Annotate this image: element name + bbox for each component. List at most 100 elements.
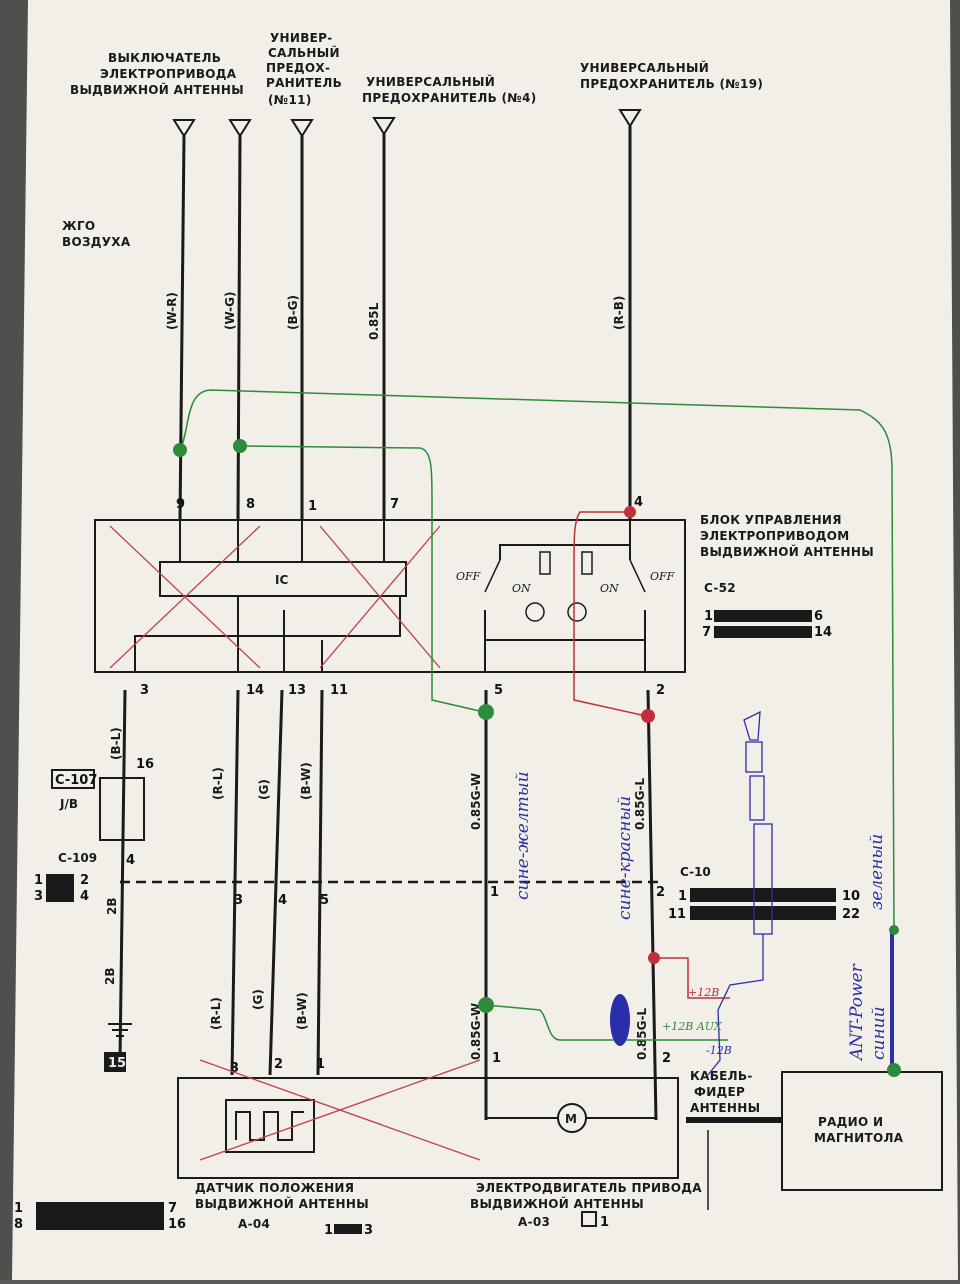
- jb-pin4: 4: [126, 853, 135, 868]
- wire-label-085gl-lower: 0.85G-L: [635, 1008, 649, 1060]
- antenna-switch-label: ВЫКЛЮЧАТЕЛЬ ЭЛЕКТРОПРИВОДА ВЫДВИЖНОЙ АНТ…: [70, 51, 244, 97]
- wire-label-rl: (R-L): [211, 767, 225, 800]
- handwritten-red-label: сине-красный: [615, 796, 635, 920]
- svg-text:КАБЕЛЬ-: КАБЕЛЬ-: [690, 1069, 753, 1083]
- svg-text:1: 1: [704, 609, 713, 624]
- svg-text:14: 14: [246, 683, 264, 698]
- svg-text:7: 7: [168, 1201, 177, 1216]
- svg-text:11: 11: [330, 683, 348, 698]
- svg-text:22: 22: [842, 907, 860, 922]
- svg-text:14: 14: [814, 625, 832, 640]
- fuse19-label: УНИВЕРСАЛЬНЫЙ ПРЕДОХРАНИТЕЛЬ (№19): [580, 60, 763, 91]
- svg-text:3: 3: [140, 683, 149, 698]
- svg-text:13: 13: [288, 683, 306, 698]
- relay-right-on: ON: [600, 582, 619, 595]
- svg-text:16: 16: [168, 1217, 186, 1232]
- c10-connector-icon: 1 10 11 22: [668, 888, 860, 922]
- wire-label-085gw: 0.85G-W: [469, 773, 483, 830]
- wire-label-rl-lower: (R-L): [209, 997, 223, 1030]
- fuse11-label: УНИВЕР- САЛЬНЫЙ ПРЕДОХ- РАНИТЕЛЬ (№11): [266, 31, 342, 107]
- svg-text:7: 7: [702, 625, 711, 640]
- svg-text:1: 1: [14, 1201, 23, 1216]
- svg-text:2: 2: [656, 683, 665, 698]
- jb-pin16: 16: [136, 757, 154, 772]
- handwritten-green-label: зеленый: [867, 834, 887, 910]
- c107-label: C-107: [55, 773, 97, 788]
- svg-text:A-04: A-04: [238, 1217, 270, 1231]
- left-connector-icon: 1 7 8 16: [14, 1201, 186, 1232]
- handwritten-plus12aux: +12В AUX: [662, 1020, 723, 1033]
- bottom-pin-numbers: 3 14 13 11 5 2: [140, 683, 665, 698]
- svg-text:C-52: C-52: [704, 581, 736, 595]
- handwritten-yellow-label: сине-желтый: [513, 771, 533, 900]
- wire-label-bl: (B-L): [109, 727, 123, 760]
- motor-symbol-label: M: [565, 1112, 577, 1126]
- svg-text:ВЫДВИЖНОЙ АНТЕННЫ: ВЫДВИЖНОЙ АНТЕННЫ: [470, 1196, 644, 1211]
- svg-text:8: 8: [246, 497, 255, 512]
- handwritten-blue-label: синий: [869, 1006, 889, 1060]
- air-label: ЖГО ВОЗДУХА: [62, 219, 131, 249]
- svg-text:ЭЛЕКТРОДВИГАТЕЛЬ ПРИВОДА: ЭЛЕКТРОДВИГАТЕЛЬ ПРИВОДА: [476, 1181, 702, 1195]
- svg-text:1: 1: [324, 1223, 333, 1238]
- red-cross-control-unit: [109, 525, 441, 669]
- top-wires: [178, 126, 632, 521]
- svg-text:3: 3: [364, 1223, 373, 1238]
- control-unit-internal-wires: [134, 520, 646, 672]
- sensor-pin-numbers: 3 2 1: [230, 1057, 325, 1076]
- wire-label-085gw-lower: 0.85G-W: [469, 1003, 483, 1060]
- svg-text:2: 2: [662, 1051, 671, 1066]
- svg-text:САЛЬНЫЙ: САЛЬНЫЙ: [268, 45, 340, 60]
- wire-label-wr: (W-R): [165, 292, 179, 330]
- wire-label-2b-lower: 2B: [103, 968, 117, 986]
- c10-label: C-10: [680, 865, 711, 879]
- svg-text:3: 3: [230, 1061, 239, 1076]
- wire-label-2b: 2B: [105, 898, 119, 916]
- wire-label-085gl: 0.85G-L: [633, 778, 647, 830]
- svg-text:5: 5: [494, 683, 503, 698]
- svg-text:РАНИТЕЛЬ: РАНИТЕЛЬ: [266, 76, 342, 90]
- svg-text:3: 3: [234, 893, 243, 908]
- antenna-drawing-icon: [707, 710, 773, 1076]
- svg-text:1: 1: [600, 1215, 609, 1230]
- svg-text:ВЫДВИЖНОЙ АНТЕННЫ: ВЫДВИЖНОЙ АНТЕННЫ: [195, 1196, 369, 1211]
- svg-text:3: 3: [34, 889, 43, 904]
- svg-text:2: 2: [274, 1057, 283, 1072]
- wire-label-bg: (B-G): [286, 295, 300, 330]
- ground-tag: 15: [108, 1056, 126, 1071]
- c52-connector-icon: 1 6 7 14: [702, 609, 832, 640]
- wire-label-g-lower: (G): [251, 989, 265, 1010]
- radio-box: [781, 1071, 943, 1191]
- relay-left-off: OFF: [456, 570, 481, 583]
- green-pen-wire: [179, 389, 895, 931]
- wire-label-g: (G): [257, 779, 271, 800]
- svg-text:4: 4: [278, 893, 287, 908]
- handwritten-plus12: +12В: [688, 986, 719, 999]
- sensor-title: ДАТЧИК ПОЛОЖЕНИЯ ВЫДВИЖНОЙ АНТЕННЫ A-04 …: [195, 1181, 373, 1238]
- svg-text:УНИВЕРСАЛЬНЫЙ: УНИВЕРСАЛЬНЫЙ: [366, 74, 495, 89]
- jb-box: [99, 777, 145, 841]
- svg-text:1: 1: [492, 1051, 501, 1066]
- fuse4-label: УНИВЕРСАЛЬНЫЙ ПРЕДОХРАНИТЕЛЬ (№4): [362, 74, 536, 105]
- ground-symbol: [108, 1023, 132, 1037]
- svg-text:ДАТЧИК ПОЛОЖЕНИЯ: ДАТЧИК ПОЛОЖЕНИЯ: [195, 1181, 354, 1195]
- svg-text:ВОЗДУХА: ВОЗДУХА: [62, 235, 131, 249]
- svg-text:РАДИО И: РАДИО И: [818, 1115, 883, 1129]
- svg-text:2: 2: [80, 873, 89, 888]
- svg-text:УНИВЕРСАЛЬНЫЙ: УНИВЕРСАЛЬНЫЙ: [580, 60, 709, 75]
- svg-text:11: 11: [668, 907, 686, 922]
- svg-text:(№11): (№11): [268, 93, 312, 107]
- control-unit-box: [94, 519, 686, 673]
- svg-text:ПРЕДОХРАНИТЕЛЬ (№19): ПРЕДОХРАНИТЕЛЬ (№19): [580, 77, 763, 91]
- c107-tag: [51, 769, 95, 789]
- svg-text:1: 1: [34, 873, 43, 888]
- red-pen-wire-12v: [652, 957, 730, 999]
- motor-title: ЭЛЕКТРОДВИГАТЕЛЬ ПРИВОДА ВЫДВИЖНОЙ АНТЕН…: [470, 1181, 702, 1230]
- relay-left-on: ON: [512, 582, 531, 595]
- green-pen-wire-2: [239, 445, 485, 713]
- svg-text:МАГНИТОЛА: МАГНИТОЛА: [814, 1131, 904, 1145]
- svg-text:1: 1: [678, 889, 687, 904]
- svg-text:7: 7: [390, 497, 399, 512]
- svg-text:9: 9: [176, 497, 185, 512]
